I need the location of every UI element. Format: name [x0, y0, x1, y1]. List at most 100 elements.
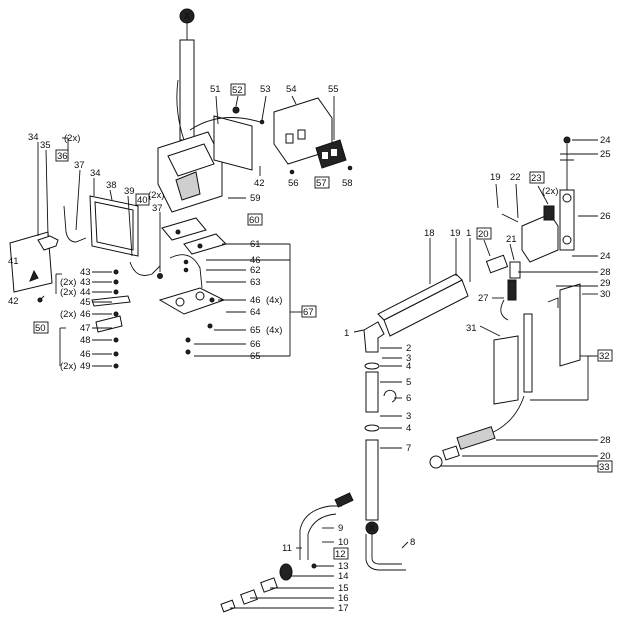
callout-9: 9 — [338, 523, 343, 534]
callout-30: 30 — [600, 289, 611, 300]
part-8-wand — [371, 534, 402, 565]
callout-60: 60 — [249, 215, 260, 226]
callout-52-box — [230, 83, 246, 96]
callout-53: 53 — [260, 84, 271, 95]
callout-49: 49 — [80, 361, 91, 372]
callout-43b: 43 — [80, 277, 91, 288]
label-x-top: X — [184, 11, 191, 22]
callout-17: 17 — [338, 603, 349, 614]
callout-51: 51 — [210, 84, 221, 95]
part-6-clip — [383, 389, 397, 403]
callout-45: 45 — [80, 297, 91, 308]
part-39-bracket — [129, 261, 161, 276]
callout-41: 41 — [8, 256, 19, 267]
callout-33-box — [597, 460, 613, 473]
callout-46ax: (2x) — [60, 309, 76, 320]
callout-67-box — [301, 305, 317, 318]
part-20-sleeve — [485, 254, 509, 274]
label-x-bottom: X — [369, 523, 376, 534]
part-47-plate — [95, 315, 123, 333]
callout-12: 12 — [335, 549, 346, 560]
plate-warning-mark — [29, 269, 39, 282]
callout-20a: 20 — [478, 229, 489, 240]
callout-65x: (4x) — [266, 325, 282, 336]
part-60-plates — [161, 217, 207, 241]
callout-14: 14 — [338, 571, 349, 582]
callout-15: 15 — [338, 583, 349, 594]
callout-12-box — [333, 547, 349, 560]
callout-44: 44 — [80, 287, 91, 298]
callout-16: 16 — [338, 593, 349, 604]
callout-56: 56 — [288, 178, 299, 189]
callout-48: 48 — [80, 335, 91, 346]
callout-10: 10 — [338, 537, 349, 548]
callout-42b: 42 — [254, 178, 265, 189]
callout-46d: 46 — [250, 295, 261, 306]
callout-4a: 4 — [406, 361, 411, 372]
callout-19a: 19 — [450, 228, 461, 239]
callout-46b: 46 — [80, 349, 91, 360]
part-45-strip — [91, 295, 131, 307]
callout-34b: 34 — [90, 168, 101, 179]
part-30-profile — [559, 283, 581, 367]
part-36-spring — [63, 205, 87, 243]
callout-21: 21 — [506, 234, 517, 245]
part-51-plate — [213, 115, 253, 171]
callout-35: 35 — [40, 140, 51, 151]
callout-36x: (2x) — [64, 133, 80, 144]
callout-19b: 19 — [490, 172, 501, 183]
part-27-hook — [500, 299, 509, 321]
callout-46dx: (4x) — [266, 295, 282, 306]
callout-7: 7 — [406, 443, 411, 454]
callout-36-box — [55, 149, 69, 162]
callout-34a: 34 — [28, 132, 39, 143]
callout-67: 67 — [303, 307, 314, 318]
callout-57-box — [314, 176, 330, 189]
callout-46c: 46 — [250, 255, 261, 266]
callout-31: 31 — [466, 323, 477, 334]
right-assembly — [429, 136, 581, 469]
callout-23: 23 — [531, 173, 542, 184]
callout-52: 52 — [232, 85, 243, 96]
callout-50-box — [33, 321, 49, 334]
callout-5: 5 — [406, 377, 411, 388]
callout-40: 40 — [137, 195, 148, 206]
callout-63: 63 — [250, 277, 261, 288]
callout-66: 66 — [250, 339, 261, 350]
callout-25: 25 — [600, 149, 611, 160]
part-11-pipe — [299, 505, 342, 560]
callout-54: 54 — [286, 84, 297, 95]
callout-46a: 46 — [80, 309, 91, 320]
leader-lines — [37, 95, 598, 609]
callout-24a: 24 — [600, 135, 611, 146]
callout-4b: 4 — [406, 423, 411, 434]
extraction-column — [220, 273, 469, 613]
callout-42a: 42 — [8, 296, 19, 307]
callout-32: 32 — [599, 351, 610, 362]
callout-28a: 28 — [600, 267, 611, 278]
callout-3a: 3 — [406, 353, 411, 364]
callout-65b: 65 — [250, 351, 261, 362]
part-41-plate — [9, 231, 53, 293]
callout-60-box — [247, 213, 263, 226]
callout-24b: 24 — [600, 251, 611, 262]
part-2-elbow — [363, 321, 385, 353]
callout-20b: 20 — [600, 451, 611, 462]
callout-23-box — [529, 171, 545, 184]
hose-upper — [179, 39, 195, 141]
part-31-panel — [493, 335, 519, 405]
callout-26: 26 — [600, 211, 611, 222]
callout-57: 57 — [316, 178, 327, 189]
callout-6: 6 — [406, 393, 411, 404]
callout-28b: 28 — [600, 435, 611, 446]
callout-59: 59 — [250, 193, 261, 204]
callout-44x: (2x) — [60, 287, 76, 298]
part-4-ring — [364, 362, 380, 370]
part-7-tube — [365, 439, 379, 521]
callout-2: 2 — [406, 343, 411, 354]
callout-62: 62 — [250, 265, 261, 276]
callout-58: 58 — [342, 178, 353, 189]
callout-27: 27 — [478, 293, 489, 304]
callout-40-box — [135, 193, 150, 206]
part-42-screw — [37, 297, 43, 303]
